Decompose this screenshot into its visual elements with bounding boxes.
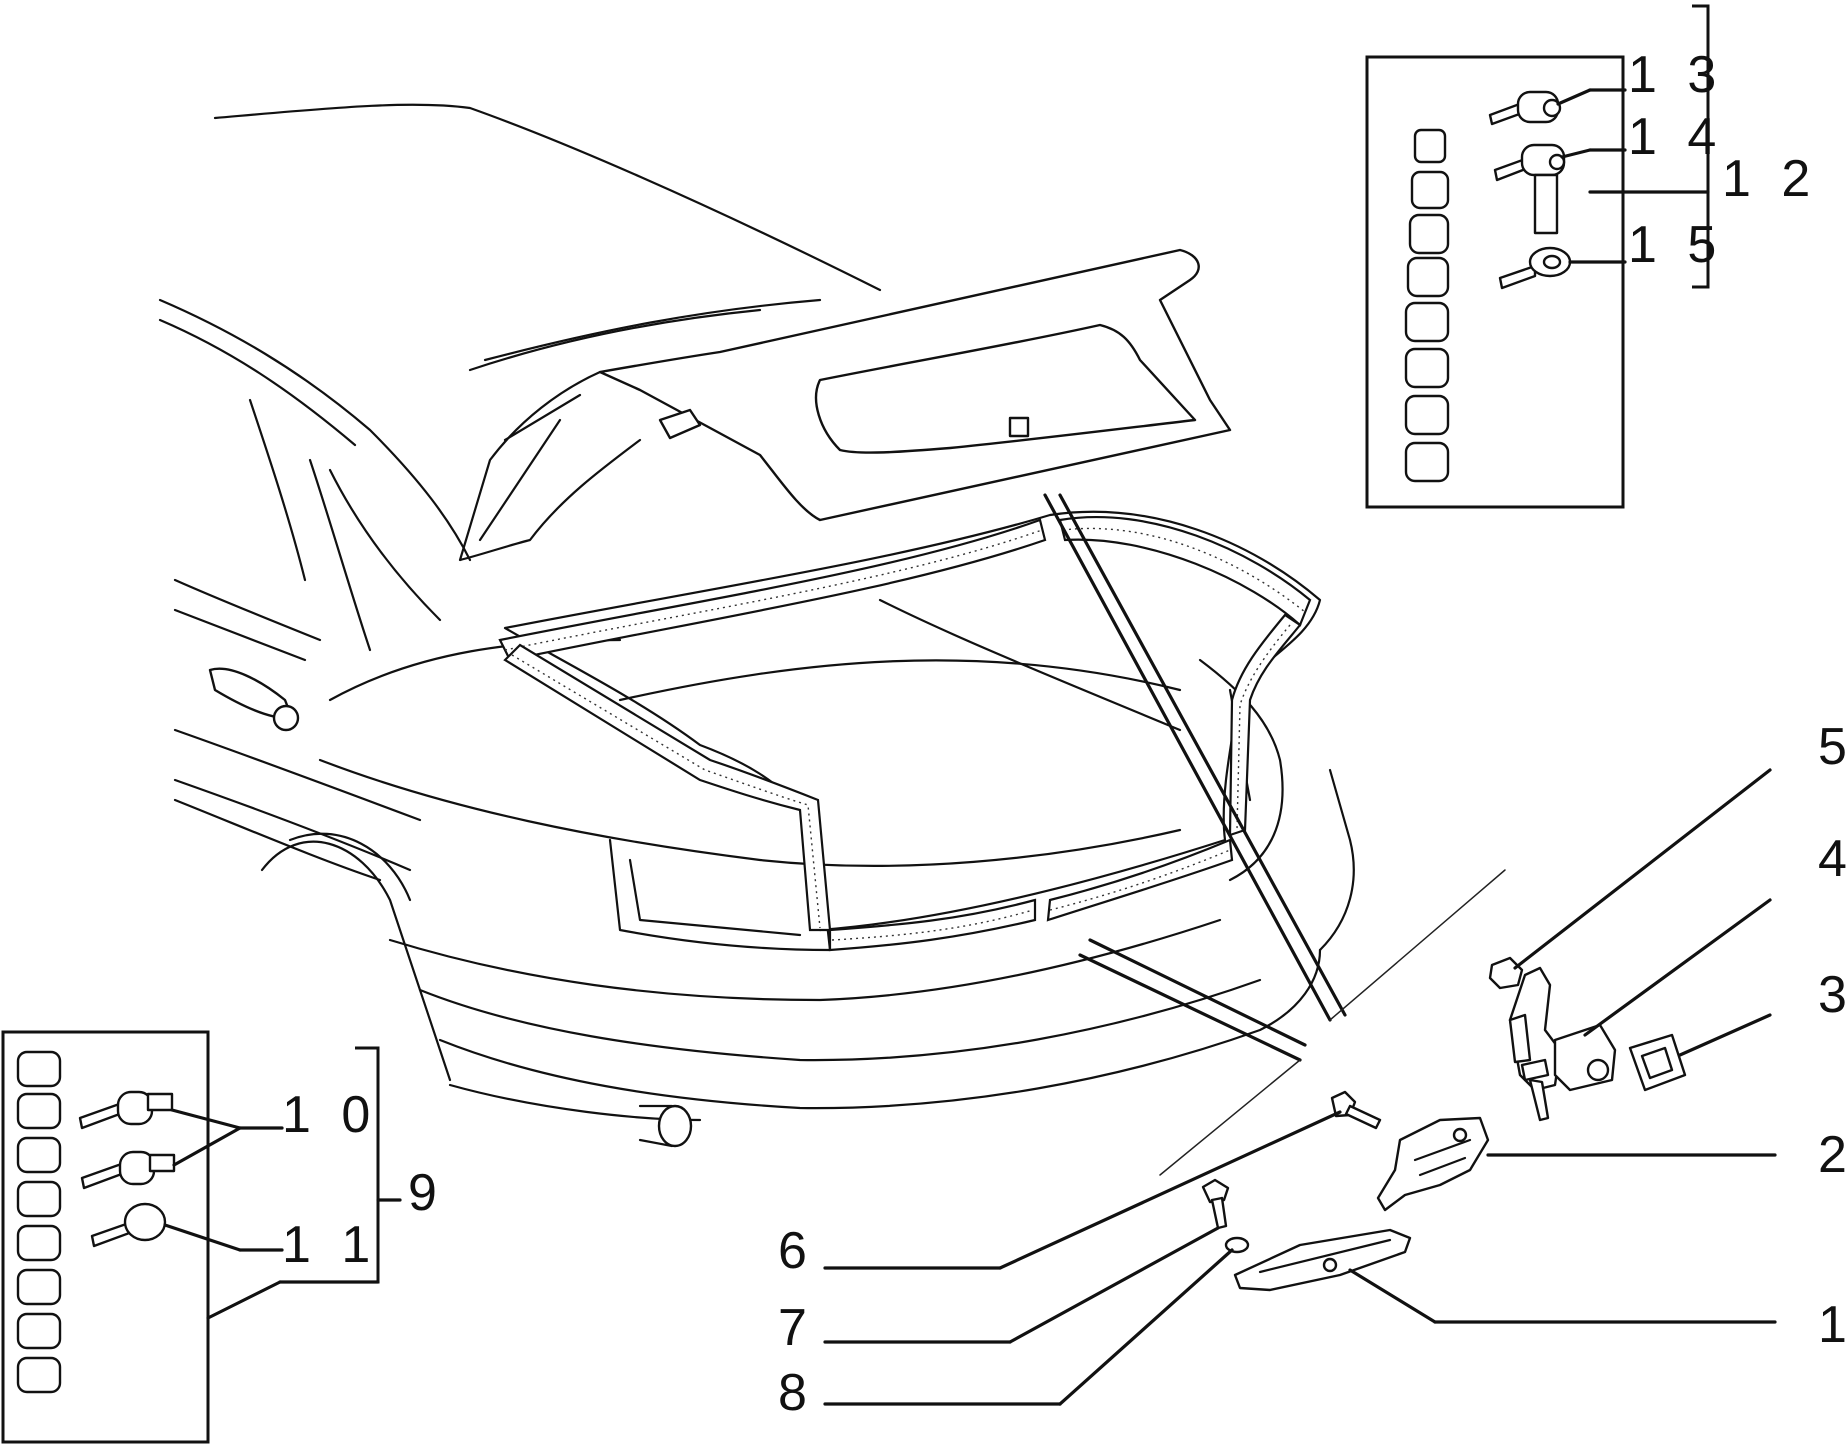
part-6-bolt: [823, 1090, 1382, 1270]
callout-4: 4: [1818, 830, 1846, 888]
key-10b-icon: [80, 1150, 176, 1190]
part-5-bush: [1488, 768, 1772, 990]
callout-10: 1 0: [282, 1086, 378, 1144]
part-4-lock-assembly: [1508, 898, 1772, 1122]
callout-8: 8: [778, 1364, 815, 1422]
part-3-grommet: [1628, 1013, 1772, 1092]
lock-cylinders-column-left: [16, 1050, 62, 1394]
callout-11: 1 1: [282, 1216, 378, 1274]
key-11-icon: [90, 1202, 167, 1248]
callout-13: 1 3: [1628, 46, 1724, 104]
lock-cylinder-kit-9: [1, 1030, 402, 1444]
part-2-latch: [1376, 1116, 1777, 1212]
callout-2: 2: [1818, 1126, 1846, 1184]
key-10a-icon: [78, 1090, 174, 1130]
key-13-icon: [1488, 90, 1562, 126]
callout-7: 7: [778, 1299, 815, 1357]
lock-cylinder-kit-12: [1365, 4, 1710, 509]
part-7-screw: [823, 1178, 1230, 1344]
lock-cylinders-column: [1404, 128, 1450, 483]
key-15-icon: [1498, 246, 1572, 290]
key-14-icon: [1493, 143, 1566, 235]
part-8-washer: [823, 1236, 1250, 1406]
callout-15: 1 5: [1628, 216, 1724, 274]
callout-3: 3: [1818, 966, 1846, 1024]
callout-5: 5: [1818, 718, 1846, 776]
callout-1: 1: [1818, 1296, 1846, 1354]
callout-9: 9: [408, 1164, 445, 1222]
part-1-striker: [1233, 1228, 1777, 1324]
callout-12: 1 2: [1722, 150, 1818, 208]
car-body-drawing: [158, 103, 1355, 1148]
callout-14: 1 4: [1628, 108, 1724, 166]
assembly-leaders: [1043, 493, 1506, 1176]
callout-6: 6: [778, 1222, 815, 1280]
